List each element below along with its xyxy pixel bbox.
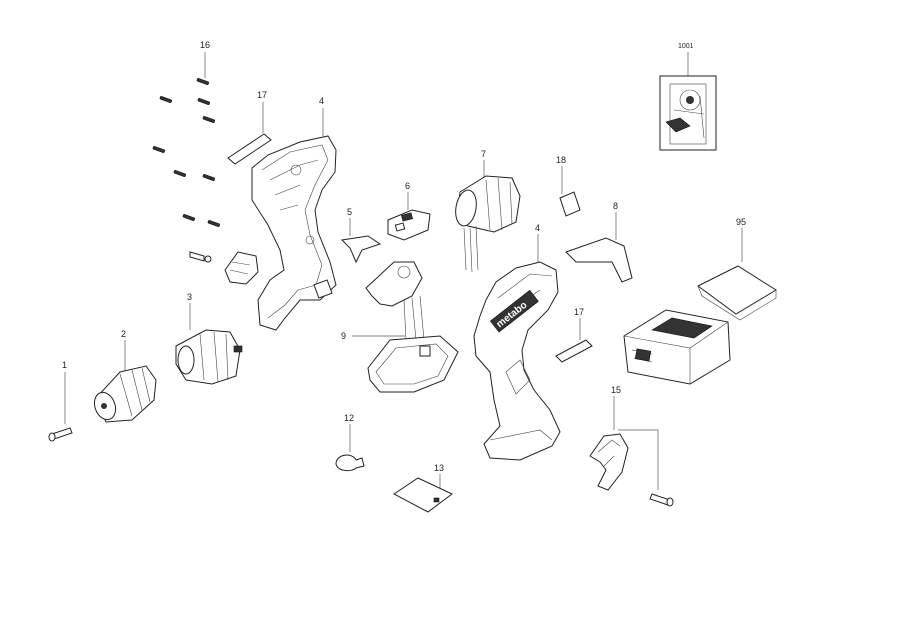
part-6-switch: 6 <box>387 181 431 241</box>
label-13: 13 <box>434 463 444 473</box>
part-4-housing-left: 4 <box>251 96 337 331</box>
part-18-label: 18 <box>556 155 581 217</box>
label-4b: 4 <box>535 223 540 233</box>
label-95: 95 <box>736 217 746 227</box>
part-1001-documentation: 1001 <box>659 43 717 151</box>
part-9-electronics: 9 <box>341 261 459 393</box>
part-8-bracket: 8 <box>565 201 633 283</box>
part-5-button: 5 <box>340 207 382 264</box>
label-16: 16 <box>200 40 210 50</box>
part-4-housing-right: metabo 4 <box>473 223 561 461</box>
part-1-screw: 1 <box>48 360 73 442</box>
label-1001: 1001 <box>678 43 694 50</box>
label-15: 15 <box>611 385 621 395</box>
part-17-label-strip-lower: 17 <box>555 307 593 363</box>
label-17a: 17 <box>257 90 267 100</box>
part-2-drill-chuck: 2 <box>93 329 157 423</box>
part-12-clip: 12 <box>335 413 365 472</box>
label-2: 2 <box>121 329 126 339</box>
label-17b: 17 <box>574 307 584 317</box>
label-4a: 4 <box>319 96 324 106</box>
part-95-cover: 95 <box>697 217 777 321</box>
label-8: 8 <box>613 201 618 211</box>
part-3-gearbox: 3 <box>175 292 243 385</box>
label-12: 12 <box>344 413 354 423</box>
part-15-belt-hook: 15 <box>589 385 674 507</box>
label-9: 9 <box>341 331 346 341</box>
part-16-screws: 16 <box>152 40 220 263</box>
label-6: 6 <box>405 181 410 191</box>
label-3: 3 <box>187 292 192 302</box>
part-slider-cap <box>224 251 259 285</box>
part-13-label-sheet: 13 <box>393 463 453 513</box>
label-7: 7 <box>481 149 486 159</box>
label-18: 18 <box>556 155 566 165</box>
part-17-label-strip-upper: 17 <box>227 90 272 165</box>
part-7-motor: 7 <box>455 149 521 273</box>
battery-pack <box>623 309 731 385</box>
label-5: 5 <box>347 207 352 217</box>
label-1: 1 <box>62 360 67 370</box>
